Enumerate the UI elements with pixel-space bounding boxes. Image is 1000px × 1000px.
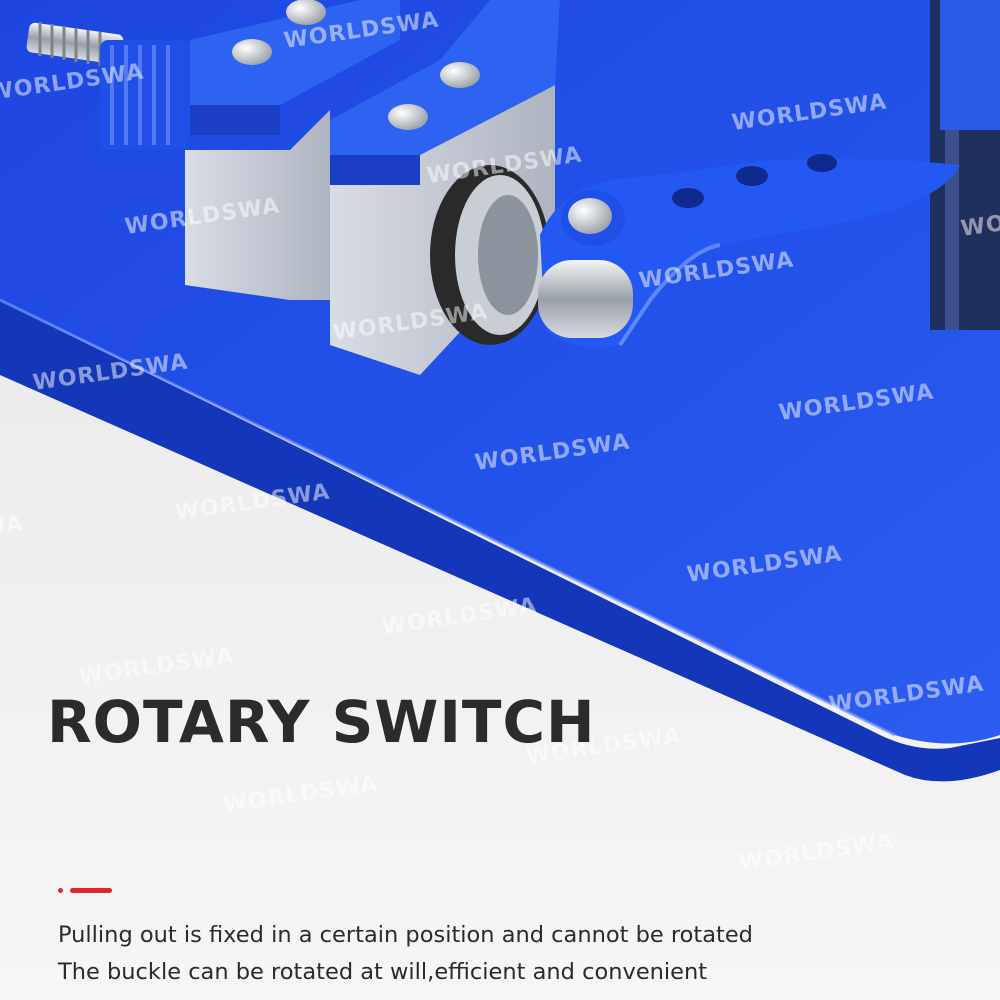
left-clamp-arm [190,0,400,105]
clamp-screw-head [440,62,480,88]
rotary-lever [540,158,960,348]
description-line-2: The buckle can be rotated at will,effici… [58,959,708,985]
rotary-lever-edge [618,243,721,347]
base-plate-highlight [0,298,896,737]
accent-bar [70,888,112,893]
lever-pivot-screw [568,198,612,234]
knob-ridges [110,45,170,145]
clamp-screw-head [388,104,428,130]
lever-roller [538,260,633,338]
post-collar [940,0,1000,130]
clamp-screw-head [286,0,326,25]
left-clamp-arm-side [190,105,280,135]
accent-dot [58,888,63,893]
description-line-1: Pulling out is fixed in a certain positi… [58,922,753,948]
bearing-disc-inner [478,195,538,315]
headline: ROTARY SWITCH [47,688,596,756]
left-clamp-block [185,110,330,300]
lever-hole [736,166,768,186]
lever-hole [807,154,837,172]
clamp-screw-head [232,39,272,65]
lever-hole [672,188,704,208]
right-clamp-arm-side [330,155,420,185]
screw-threads [38,22,102,66]
